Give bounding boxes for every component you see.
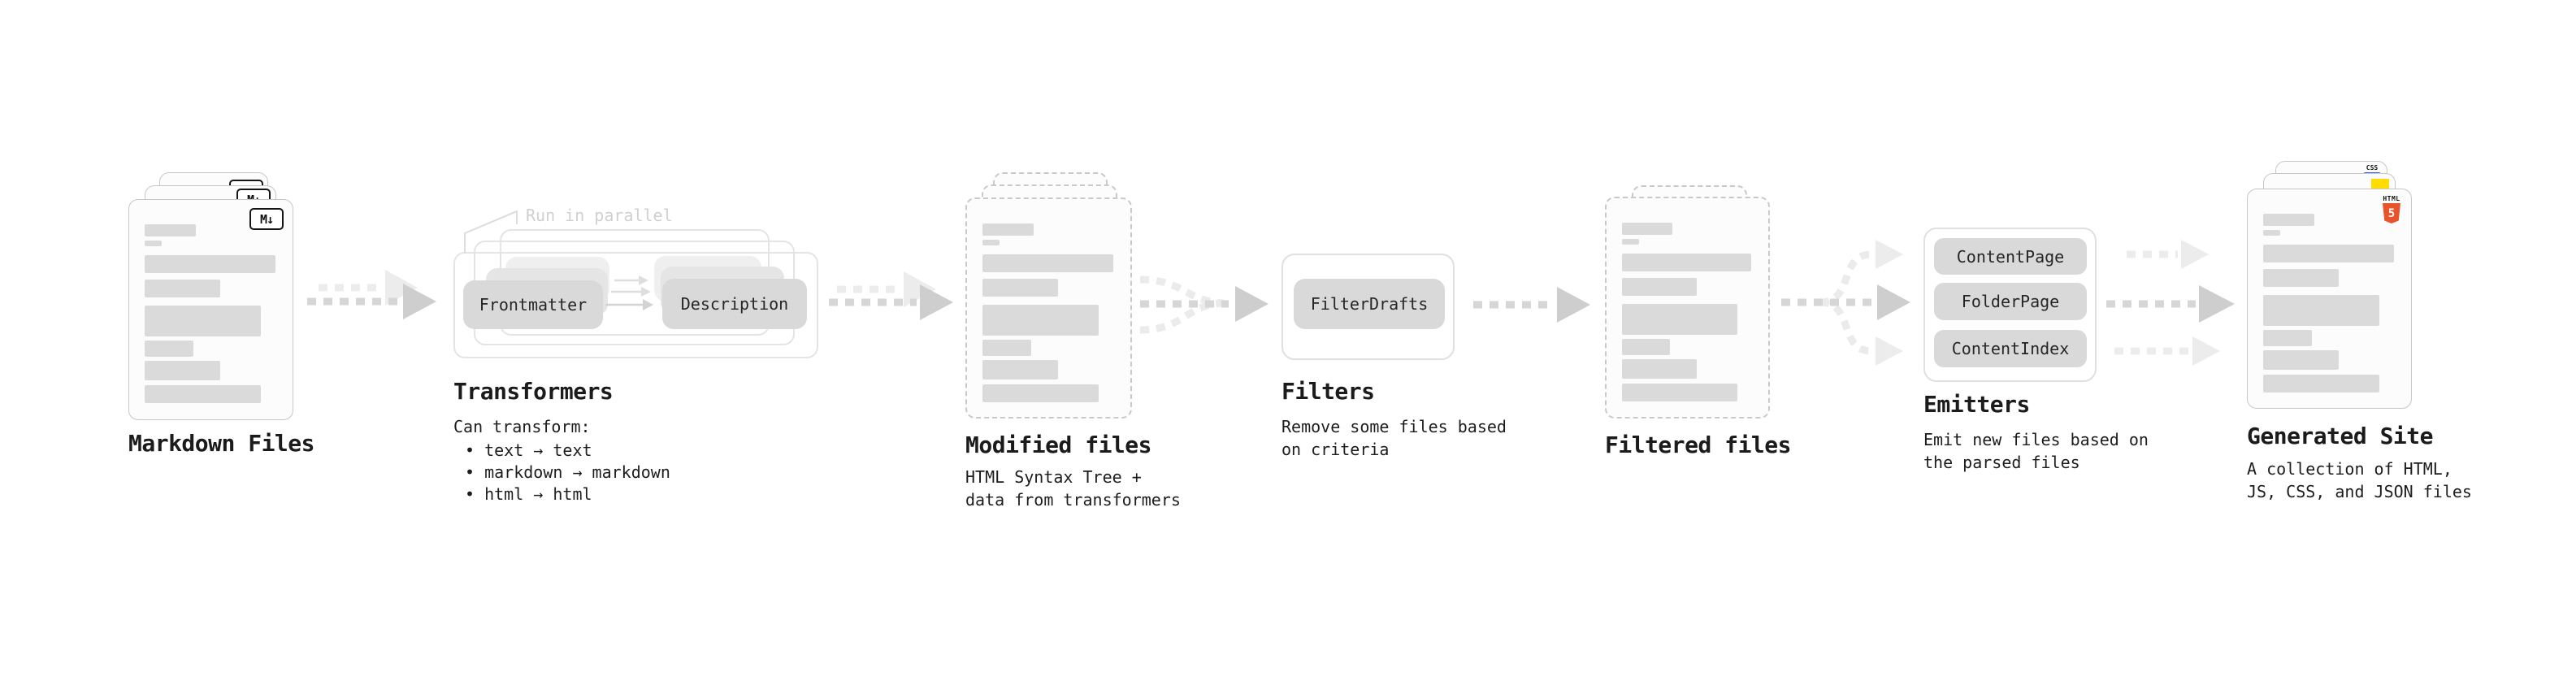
doc-placeholder-lines <box>982 223 1113 402</box>
arrow-filtered-to-emitters <box>1781 240 1910 366</box>
doc-placeholder-lines <box>2263 214 2394 393</box>
transformers-bullet-list: • text → text • markdown → markdown • ht… <box>465 440 670 505</box>
placeholder-line <box>1622 254 1751 271</box>
filtered-doc-front <box>1605 197 1770 419</box>
placeholder-line <box>982 240 1000 245</box>
stage-title-modified-files: Modified files <box>965 432 1152 458</box>
doc-placeholder-lines <box>1622 223 1751 401</box>
placeholder-line <box>145 340 193 357</box>
stage-title-transformers: Transformers <box>453 378 614 405</box>
placeholder-line <box>2263 330 2312 346</box>
modified-doc-front <box>965 197 1132 419</box>
emitter-contentindex-button: ContentIndex <box>1934 330 2087 367</box>
placeholder-line <box>145 361 221 380</box>
placeholder-line <box>982 384 1099 402</box>
placeholder-line <box>982 279 1059 297</box>
run-in-parallel-annotation: Run in parallel <box>526 206 673 225</box>
js-icon <box>2371 179 2389 189</box>
stage-title-emitters: Emitters <box>1923 391 2030 418</box>
generated-site-subtitle: A collection of HTML, JS, CSS, and JSON … <box>2247 459 2472 501</box>
arrow-transformers-to-modified <box>829 271 953 320</box>
placeholder-line <box>145 280 221 297</box>
arrow-modified-to-filters <box>1139 275 1268 334</box>
placeholder-line <box>1622 223 1672 235</box>
placeholder-line <box>145 241 162 246</box>
placeholder-line <box>1622 384 1737 401</box>
placeholder-line <box>1622 304 1737 335</box>
arrow-markdown-to-transformers <box>307 270 436 319</box>
placeholder-line <box>2263 295 2380 326</box>
stage-title-filters: Filters <box>1281 378 1375 405</box>
placeholder-line <box>145 255 275 273</box>
markdown-icon: M↓ <box>249 208 284 230</box>
placeholder-line <box>1622 359 1698 379</box>
placeholder-line <box>2263 245 2394 262</box>
placeholder-line <box>145 385 262 403</box>
placeholder-line <box>2263 269 2340 287</box>
stage-title-filtered-files: Filtered files <box>1605 432 1792 458</box>
site-doc-front: HTML 5 <box>2247 189 2412 409</box>
doc-placeholder-lines <box>145 224 275 403</box>
filter-drafts-button: FilterDrafts <box>1294 279 1445 329</box>
filters-subtitle: Remove some files based on criteria <box>1281 417 1507 459</box>
bullet-item: • markdown → markdown <box>465 462 670 482</box>
placeholder-line <box>2263 350 2340 370</box>
placeholder-line <box>1622 339 1670 355</box>
emitter-folderpage-button: FolderPage <box>1934 283 2087 320</box>
placeholder-line <box>982 340 1031 356</box>
placeholder-line <box>982 305 1099 336</box>
placeholder-line <box>1622 239 1639 245</box>
transformer-frontmatter-button: Frontmatter <box>463 280 603 329</box>
bullet-item: • html → html <box>465 484 592 504</box>
placeholder-line <box>145 306 262 336</box>
transformer-box-front <box>453 252 818 358</box>
placeholder-line <box>2263 375 2380 393</box>
placeholder-line <box>982 360 1059 380</box>
transformer-description-button: Description <box>662 279 807 329</box>
html5-icon: HTML 5 <box>2382 195 2401 223</box>
stage-title-generated-site: Generated Site <box>2247 423 2434 449</box>
emitter-contentpage-button: ContentPage <box>1934 238 2087 275</box>
placeholder-line <box>982 254 1113 272</box>
placeholder-line <box>1622 278 1698 296</box>
arrow-filters-to-filtered <box>1473 287 1590 323</box>
placeholder-line <box>2263 214 2314 226</box>
placeholder-line <box>982 223 1034 236</box>
placeholder-line <box>2263 230 2280 236</box>
markdown-doc-front: M↓ <box>128 199 293 420</box>
arrow-emitters-to-site <box>2106 240 2235 366</box>
bullet-item: • text → text <box>465 440 592 460</box>
transformers-subtitle: Can transform: <box>453 417 591 436</box>
stage-title-markdown-files: Markdown Files <box>128 430 315 457</box>
modified-files-subtitle: HTML Syntax Tree + data from transformer… <box>965 467 1181 510</box>
emitters-subtitle: Emit new files based on the parsed files <box>1923 430 2149 472</box>
placeholder-line <box>145 224 196 236</box>
